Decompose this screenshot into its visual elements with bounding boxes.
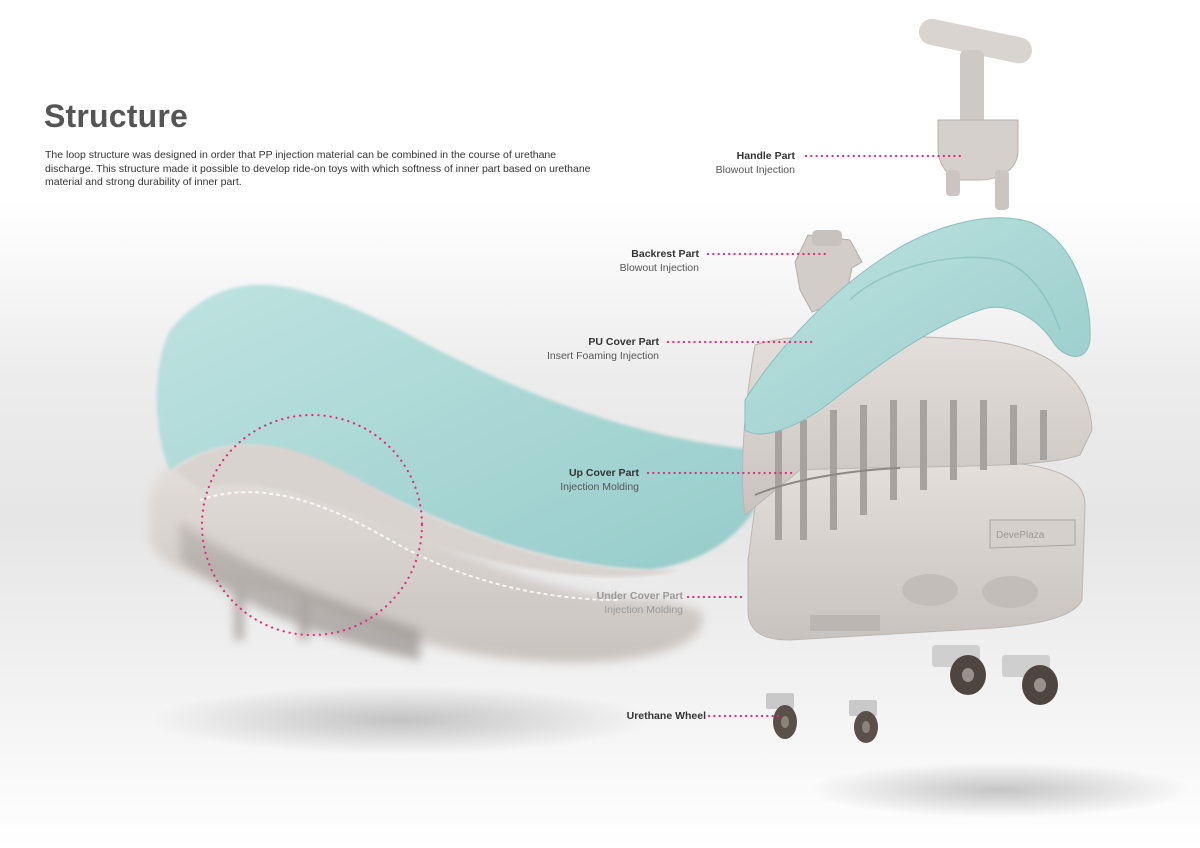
description-paragraph: The loop structure was designed in order… (45, 149, 591, 188)
part-process: Injection Molding (560, 481, 639, 493)
part-process: Blowout Injection (619, 262, 699, 274)
part-name: Handle Part (736, 150, 795, 162)
part-name: Backrest Part (631, 248, 699, 260)
pu-cover-part-illustration (744, 217, 1091, 435)
under-cover-part-illustration: DevePlaza (747, 458, 1086, 641)
part-name: PU Cover Part (588, 336, 659, 348)
part-process: Injection Molding (604, 604, 683, 616)
part-process: Insert Foaming Injection (546, 350, 659, 362)
wheel-4-illustration (1002, 655, 1058, 705)
label-backrest-part: Backrest Part Blowout Injection (620, 247, 699, 275)
floor-shadow-right (810, 762, 1190, 818)
wheel-2-illustration (849, 700, 878, 743)
part-name: Up Cover Part (568, 467, 639, 479)
handle-part-illustration (918, 18, 1033, 210)
closeup-pu-cover (156, 284, 770, 601)
brand-mark-embossed: DevePlaza (996, 530, 1045, 541)
page-title: Structure (44, 98, 189, 134)
part-name: Under Cover Part (596, 590, 683, 602)
label-urethane-wheel: Urethane Wheel (627, 709, 706, 723)
label-handle-part: Handle Part Blowout Injection (716, 149, 795, 177)
wheel-1-illustration (766, 693, 797, 739)
detail-highlight-circle (200, 413, 424, 637)
label-up-cover-part: Up Cover Part Injection Molding (560, 466, 639, 494)
label-under-cover-part: Under Cover Part Injection Molding (597, 589, 683, 617)
part-process: Blowout Injection (715, 164, 795, 176)
part-name: Urethane Wheel (626, 710, 706, 722)
wheel-3-illustration (932, 645, 986, 695)
label-pu-cover-part: PU Cover Part Insert Foaming Injection (547, 335, 659, 363)
closeup-inner-layer (150, 448, 703, 663)
floor-shadow-left (150, 685, 650, 755)
